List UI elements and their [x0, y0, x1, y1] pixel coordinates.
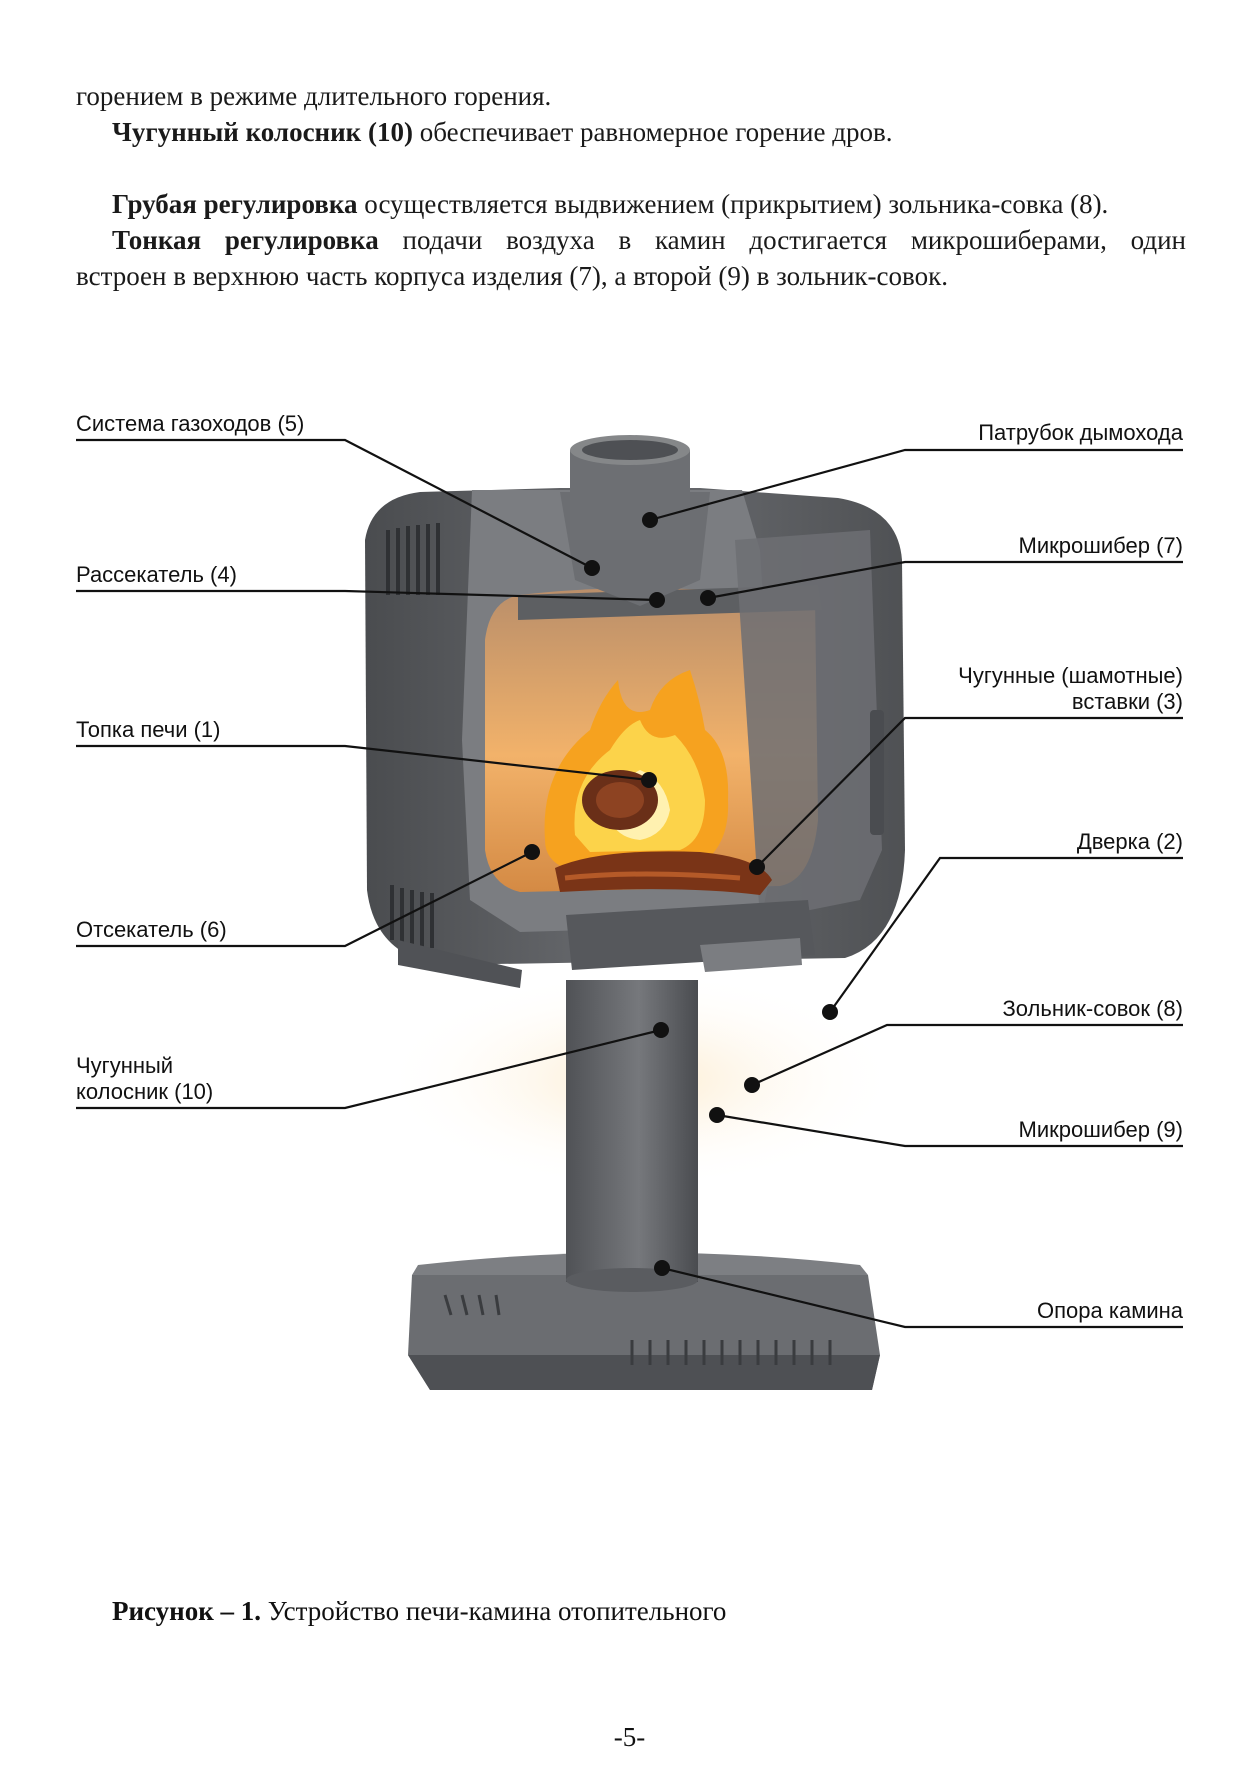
paragraph-fine-adjustment-line2: встроен в верхнюю часть корпуса изделия …: [76, 261, 948, 291]
label-door: Дверка (2): [1076, 829, 1183, 854]
label-inserts-line2: вставки (3): [1071, 689, 1183, 714]
label-inserts-line1: Чугунные (шамотные): [958, 663, 1183, 688]
body-text: горением в режиме длительного горения. Ч…: [76, 78, 1186, 294]
paragraph-grate: Чугунный колосник (10) обеспечивает равн…: [76, 114, 1186, 150]
label-flue-pipe: Патрубок дымохода: [978, 420, 1183, 445]
leader-ash-pan: [751, 1023, 1183, 1087]
flue-pipe-shape: [570, 435, 690, 540]
label-microvalve-9: Микрошибер (9): [1018, 1117, 1183, 1142]
label-gas-system: Система газоходов (5): [76, 411, 305, 436]
paragraph-fine-adjustment: Тонкая регулировка подачи воздуха в ками…: [76, 222, 1186, 258]
stove-illustration: [76, 435, 1183, 1390]
leader-support: [661, 1266, 1183, 1329]
label-microvalve-7: Микрошибер (7): [1018, 533, 1183, 558]
text-fine-rest: подачи воздуха в камин достигается микро…: [378, 225, 1186, 255]
text-coarse-rest: осуществляется выдвижением (прикрытием) …: [357, 189, 1109, 219]
leader-firebox: [76, 744, 650, 782]
term-fine-adjustment: Тонкая регулировка: [112, 225, 379, 255]
leader-grate: [76, 1028, 662, 1110]
term-grate: Чугунный колосник (10): [112, 117, 413, 147]
stove-figure: Система газоходов (5) Рассекатель (4) То…: [0, 380, 1259, 1530]
text-grate-rest: обеспечивает равномерное горение дров.: [412, 117, 893, 147]
label-cutoff: Отсекатель (6): [76, 917, 227, 942]
label-grate-line1: Чугунный: [76, 1053, 174, 1078]
page-number: -5-: [613, 1722, 646, 1752]
leader-lines: [76, 438, 1183, 1329]
support-post: [566, 980, 698, 1292]
leader-dots: [524, 512, 838, 1276]
leader-gas-system: [76, 438, 593, 569]
fire-shape: [544, 670, 772, 895]
leader-inserts: [756, 716, 1183, 868]
label-support: Опора камина: [1037, 1298, 1183, 1323]
leader-divider: [76, 589, 658, 602]
leader-cutoff: [76, 851, 533, 948]
label-divider: Рассекатель (4): [76, 562, 237, 587]
caption-number: Рисунок – 1.: [112, 1596, 262, 1626]
leader-door: [829, 856, 1183, 1013]
term-coarse-adjustment: Грубая регулировка: [112, 189, 358, 219]
leader-microvalve-7: [707, 560, 1183, 600]
leader-microvalve-9: [716, 1113, 1183, 1148]
caption-text: Устройство печи-камина отопительного: [261, 1596, 727, 1626]
paragraph-coarse-adjustment: Грубая регулировка осуществляется выдвиж…: [76, 186, 1186, 222]
label-firebox: Топка печи (1): [76, 717, 221, 742]
label-ash-pan: Зольник-совок (8): [1002, 996, 1183, 1021]
figure-caption: Рисунок – 1. Устройство печи-камина отоп…: [112, 1596, 726, 1627]
leader-flue-pipe: [649, 448, 1183, 522]
paragraph-continuation: горением в режиме длительного горения.: [76, 81, 552, 111]
label-grate-line2: колосник (10): [76, 1079, 214, 1104]
